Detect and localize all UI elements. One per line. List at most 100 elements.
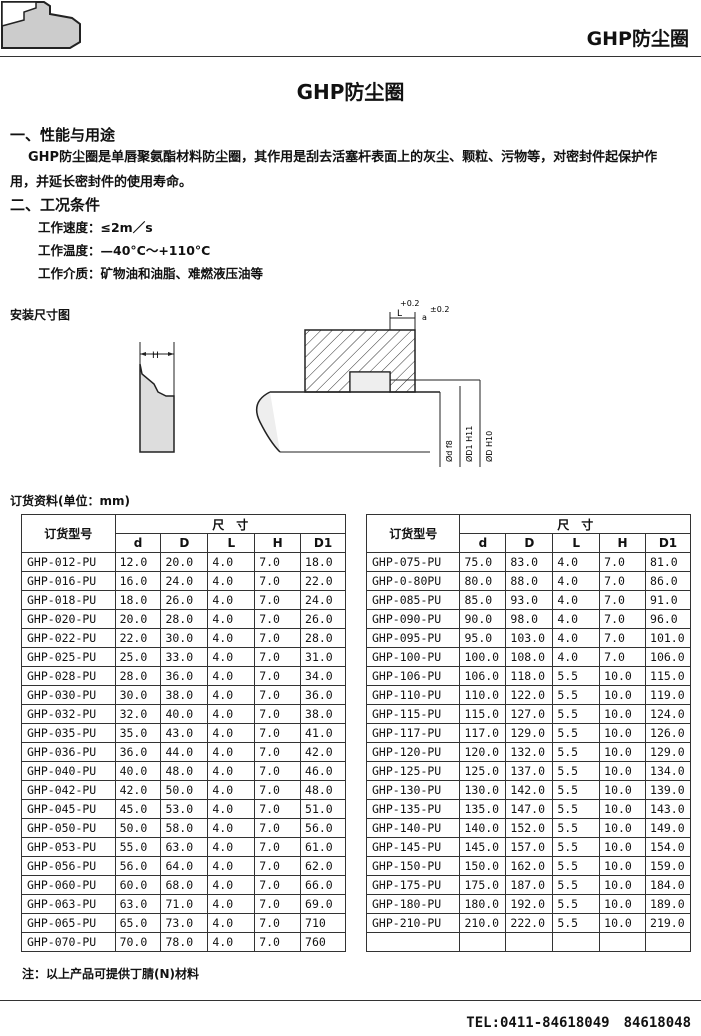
cell-L: 4.0 — [207, 590, 256, 610]
cell-D1: 154.0 — [645, 837, 691, 857]
cell-L: 4.0 — [207, 932, 256, 952]
cell-d: 70.0 — [114, 932, 162, 952]
cell-model: GHP-050-PU — [21, 818, 116, 838]
cell-H: 10.0 — [599, 913, 647, 933]
header-H: H — [599, 533, 647, 553]
cell-d: 35.0 — [114, 723, 162, 743]
cell-d: 85.0 — [459, 590, 507, 610]
cell-d: 90.0 — [459, 609, 507, 629]
cell-D: 142.0 — [505, 780, 554, 800]
cell-L: 4.0 — [207, 628, 256, 648]
cell-model: GHP-036-PU — [21, 742, 116, 762]
cell-D: 192.0 — [505, 894, 554, 914]
cell-L: 5.5 — [552, 875, 601, 895]
cell-L: 5.5 — [552, 704, 601, 724]
cell-d: 50.0 — [114, 818, 162, 838]
cell-D: 122.0 — [505, 685, 554, 705]
cell-d: 117.0 — [459, 723, 507, 743]
cell-d: 175.0 — [459, 875, 507, 895]
cell-H: 7.0 — [254, 609, 302, 629]
cell-H: 10.0 — [599, 666, 647, 686]
cell-D1: 760 — [300, 932, 346, 952]
cell-d: 180.0 — [459, 894, 507, 914]
header-d: d — [114, 533, 162, 553]
cell-L: 5.5 — [552, 856, 601, 876]
cell-d: 100.0 — [459, 647, 507, 667]
cell-model: GHP-020-PU — [21, 609, 116, 629]
header-model: 订货型号 — [365, 514, 461, 553]
page-title: GHP防尘圈 — [296, 80, 405, 104]
cell-d: 63.0 — [114, 894, 162, 914]
cell-H: 10.0 — [599, 761, 647, 781]
condition-speed: 工作速度：≤2m／s — [38, 220, 153, 235]
cell-d: 75.0 — [459, 552, 507, 572]
installed-seal — [349, 371, 391, 393]
cell-H: 10.0 — [599, 799, 647, 819]
cell-L: 4.0 — [207, 913, 256, 933]
cell-H: 7.0 — [599, 552, 647, 572]
cell-H: 7.0 — [599, 590, 647, 610]
cell-d: 25.0 — [114, 647, 162, 667]
cell-d: 210.0 — [459, 913, 507, 933]
cell-d: 140.0 — [459, 818, 507, 838]
cell-H: 7.0 — [599, 628, 647, 648]
cell-model — [365, 932, 461, 952]
cell-H: 10.0 — [599, 742, 647, 762]
cell-model: GHP-060-PU — [21, 875, 116, 895]
cell-model: GHP-070-PU — [21, 932, 116, 952]
cell-L: 4.0 — [207, 571, 256, 591]
cell-D1: 149.0 — [645, 818, 691, 838]
dim-D1-label: ØD1 H11 — [464, 426, 474, 462]
cell-D: 118.0 — [505, 666, 554, 686]
cell-H: 7.0 — [254, 704, 302, 724]
header-title: GHP防尘圈 — [586, 28, 689, 50]
cell-D1: 48.0 — [300, 780, 346, 800]
cell-model: GHP-056-PU — [21, 856, 116, 876]
cell-D: 152.0 — [505, 818, 554, 838]
cell-d: 18.0 — [114, 590, 162, 610]
cell-model: GHP-025-PU — [21, 647, 116, 667]
cell-d: 45.0 — [114, 799, 162, 819]
cell-H: 7.0 — [254, 837, 302, 857]
cell-model: GHP-065-PU — [21, 913, 116, 933]
cell-L: 4.0 — [207, 894, 256, 914]
cell-D: 63.0 — [160, 837, 209, 857]
cell-D: 24.0 — [160, 571, 209, 591]
header-L: L — [207, 533, 256, 553]
cell-d: 28.0 — [114, 666, 162, 686]
cell-L: 4.0 — [552, 647, 601, 667]
cell-L: 4.0 — [207, 799, 256, 819]
dim-a-label: a — [422, 313, 427, 322]
cell-model: GHP-053-PU — [21, 837, 116, 857]
cell-D — [505, 932, 554, 952]
cell-L: 4.0 — [207, 647, 256, 667]
cell-L: 4.0 — [207, 780, 256, 800]
cell-D1: 101.0 — [645, 628, 691, 648]
cell-D1: 26.0 — [300, 609, 346, 629]
cell-H: 7.0 — [254, 685, 302, 705]
cell-D: 103.0 — [505, 628, 554, 648]
cell-D1: 126.0 — [645, 723, 691, 743]
cell-model: GHP-0-80PU — [365, 571, 461, 591]
cell-D1: 38.0 — [300, 704, 346, 724]
cell-D: 36.0 — [160, 666, 209, 686]
cell-d: 130.0 — [459, 780, 507, 800]
dim-d-label: Ød f8 — [444, 440, 454, 462]
cell-H: 7.0 — [254, 780, 302, 800]
cell-model: GHP-030-PU — [21, 685, 116, 705]
cell-H: 7.0 — [254, 628, 302, 648]
cell-D: 162.0 — [505, 856, 554, 876]
cell-L: 4.0 — [207, 742, 256, 762]
cell-model: GHP-106-PU — [365, 666, 461, 686]
cell-H: 10.0 — [599, 780, 647, 800]
